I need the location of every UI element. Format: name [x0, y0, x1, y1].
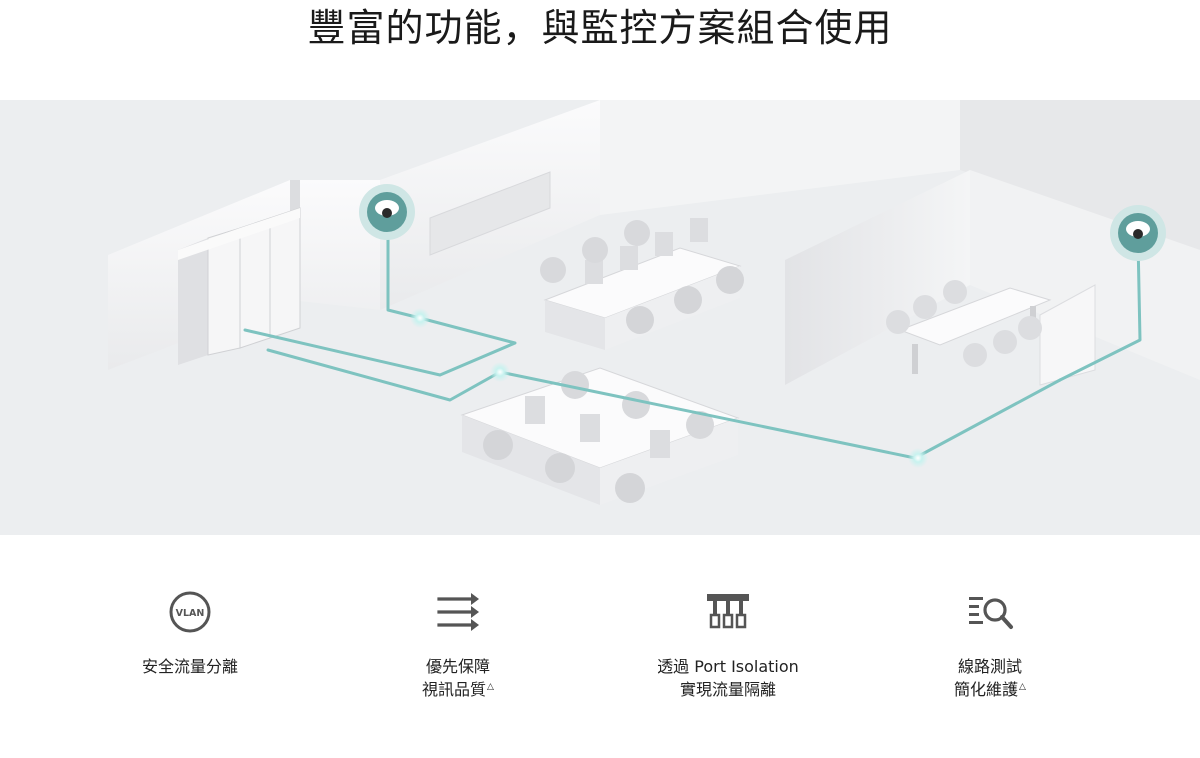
network-node	[410, 308, 430, 328]
cable-camera-left	[243, 218, 517, 377]
page-title: 豐富的功能，與監控方案組合使用	[307, 6, 893, 50]
whiteboard	[429, 171, 551, 256]
back-wall-center	[600, 100, 960, 215]
feature-label-line2: 視訊品質△	[422, 680, 494, 699]
feature-list: VLAN 安全流量分離 優先保障 視訊品質△	[0, 585, 1200, 735]
office-floorplan-scene	[0, 100, 1200, 535]
cable-server-link	[266, 348, 502, 402]
port-isolation-icon	[707, 594, 749, 629]
workstations-back	[540, 218, 744, 350]
feature-label: 優先保障	[425, 657, 490, 676]
meeting-room-partition	[1039, 284, 1096, 386]
feature-label-line2: 簡化維護△	[954, 680, 1026, 699]
network-node	[908, 448, 928, 468]
priority-arrows-icon	[437, 593, 479, 631]
office-surveillance-illustration	[0, 100, 1200, 535]
vlan-icon: VLAN	[169, 591, 211, 633]
footnote-mark: △	[487, 681, 494, 692]
dome-camera-right-icon	[1110, 205, 1166, 261]
feature-label: 線路測試	[957, 657, 1022, 676]
feature-port-isolation: 透過 Port Isolation 實現流量隔離	[608, 585, 848, 701]
feature-label: 安全流量分離	[141, 657, 238, 676]
feature-video-priority: 優先保障 視訊品質△	[338, 585, 578, 701]
feature-label-line2: 實現流量隔離	[679, 680, 776, 699]
feature-label: 透過 Port Isolation	[657, 657, 799, 676]
cable-test-search-icon	[969, 597, 1013, 629]
dome-camera-left-icon	[359, 184, 415, 240]
feature-vlan: VLAN 安全流量分離	[70, 585, 310, 678]
cable-camera-right	[1058, 238, 1142, 382]
feature-cable-test: 線路測試 簡化維護△	[870, 585, 1110, 701]
network-node	[490, 362, 510, 382]
svg-text:VLAN: VLAN	[176, 608, 205, 619]
footnote-mark: △	[1019, 681, 1026, 692]
server-cabinets	[178, 207, 301, 365]
meeting-room-wall-left	[785, 170, 970, 385]
meeting-room-wall-back	[970, 170, 1200, 380]
workstations-front	[460, 367, 740, 505]
meeting-table	[886, 280, 1052, 374]
